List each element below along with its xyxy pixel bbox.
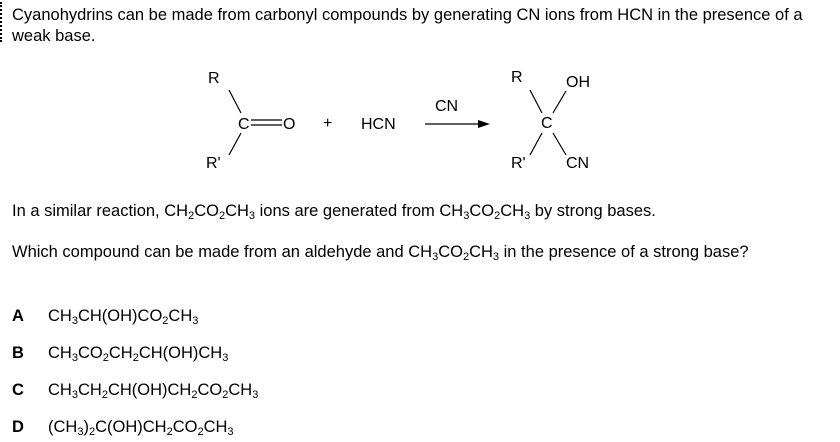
similar-reaction-text: In a similar reaction, CH2CO2CH3 ions ar…	[12, 202, 656, 222]
hcn-label: HCN	[361, 116, 396, 133]
intro-text: Cyanohydrins can be made from carbonyl c…	[12, 6, 803, 45]
bond-c-pr2	[529, 132, 543, 156]
option-formula: CH3CO2CH2CH(OH)CH3	[48, 344, 229, 364]
bond-c-cn	[552, 132, 567, 156]
reactant-r-label: R	[208, 70, 220, 87]
carbonyl-o-label: O	[283, 116, 295, 133]
product-c-label: C	[541, 115, 553, 132]
product-cn-label: CN	[566, 155, 589, 172]
reaction-arrow-head	[478, 120, 490, 128]
option-letter: B	[12, 344, 24, 362]
option-formula: CH3CH2CH(OH)CH2CO2CH3	[48, 381, 259, 401]
bond-c-oh	[552, 90, 567, 114]
product-r-label: R	[511, 69, 523, 86]
question-text: Which compound can be made from an aldeh…	[12, 243, 749, 263]
bond-r-c	[228, 89, 242, 114]
reactant-r2-label: R'	[206, 155, 221, 172]
left-margin-marker	[0, 2, 4, 42]
arrow-label: CN	[435, 98, 458, 115]
option-formula: CH3CH(OH)CO2CH3	[48, 307, 199, 327]
bond-pr-c	[529, 89, 543, 114]
option-formula: (CH3)2C(OH)CH2CO2CH3	[48, 418, 234, 438]
product-oh-label: OH	[566, 74, 590, 91]
product-r2-label: R'	[511, 155, 526, 172]
option-letter: C	[12, 381, 24, 399]
bond-c-r2	[228, 132, 242, 156]
option-letter: D	[12, 418, 24, 436]
reaction-scheme: R C O R' + HCN CN R OH C R' CN	[206, 69, 590, 172]
carbonyl-c-label: C	[238, 116, 250, 133]
option-letter: A	[12, 307, 24, 325]
plus-sign: +	[323, 115, 332, 132]
